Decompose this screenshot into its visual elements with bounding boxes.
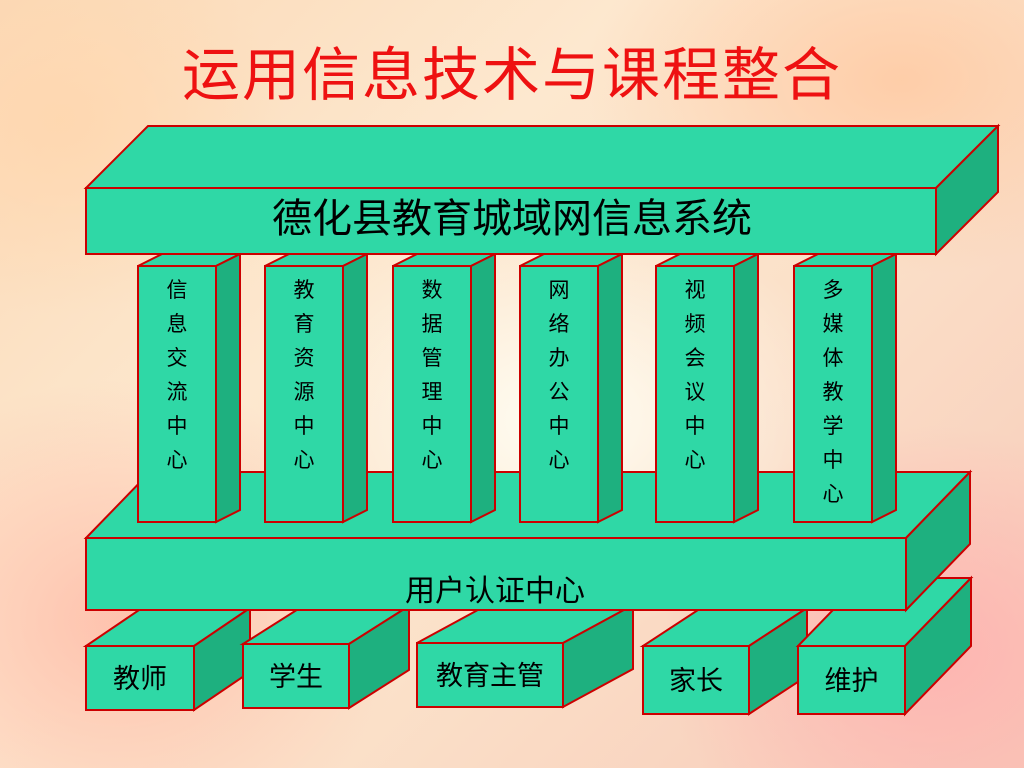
user-block-label: 家长 (669, 666, 723, 697)
pillar-6-side-face (871, 252, 897, 524)
user-block-label: 学生 (269, 662, 323, 693)
pillar-label: 数据管理中心 (422, 278, 443, 472)
user-auth-label: 用户认证中心 (405, 574, 585, 609)
user-block-3-front-face (416, 642, 564, 708)
pillar-label: 信息交流中心 (167, 278, 188, 472)
user-block-3: 教育主管 (416, 603, 634, 709)
user-block-label: 维护 (825, 666, 879, 697)
pillar-3: 数据管理中心 (392, 252, 496, 524)
pillar-6-front-face (793, 265, 873, 523)
user-block-1-front-face (85, 645, 195, 711)
pillar-2: 教育资源中心 (264, 252, 368, 524)
user-block-4: 家长 (639, 606, 811, 716)
user-block-5-front-face (797, 645, 906, 715)
pillar-label: 网络办公中心 (549, 278, 570, 472)
pillar-label: 视频会议中心 (685, 278, 706, 472)
pillar-5-front-face (655, 265, 735, 523)
pillar-4-front-face (519, 265, 599, 523)
user-blocks: 教师 学生 教育主管 家长 维护 (82, 575, 974, 717)
pillar-6: 多媒体教学中心 (793, 252, 897, 524)
user-block-4-front-face (642, 645, 750, 715)
pillar-label: 教育资源中心 (294, 278, 315, 472)
user-block-2-front-face (242, 643, 350, 709)
user-block-1: 教师 (82, 606, 254, 712)
pillar-label: 多媒体教学中心 (823, 278, 844, 506)
info-system-block-top-face (83, 125, 1001, 189)
info-system-block-front-face (85, 187, 937, 255)
pillar-2-front-face (264, 265, 344, 523)
pillar-1-front-face (137, 265, 217, 523)
pillar-4-side-face (597, 252, 623, 524)
pillar-2-side-face (342, 252, 368, 524)
pillar-5-side-face (733, 252, 759, 524)
user-auth-block-front-face (85, 537, 907, 611)
pillar-4: 网络办公中心 (519, 252, 623, 524)
info-system-label: 德化县教育城域网信息系统 (272, 196, 752, 242)
pillar-1-side-face (215, 252, 241, 524)
pillar-3-side-face (470, 252, 496, 524)
info-system-beam: 德化县教育城域网信息系统 (83, 123, 1001, 257)
user-block-label: 教育主管 (436, 661, 544, 692)
service-pillars: 信息交流中心 教育资源中心 数据管理中心 网络办公中心 视频会议中心 多媒体教学中心 (137, 252, 897, 524)
info-system-block: 德化县教育城域网信息系统 (83, 123, 1001, 257)
user-block-2: 学生 (239, 604, 413, 710)
pillar-5: 视频会议中心 (655, 252, 759, 524)
slide-title: 运用信息技术与课程整合 (181, 41, 842, 109)
pillar-3-front-face (392, 265, 472, 523)
user-block-5: 维护 (795, 575, 974, 717)
user-block-label: 教师 (113, 664, 167, 695)
pillar-1: 信息交流中心 (137, 252, 241, 524)
